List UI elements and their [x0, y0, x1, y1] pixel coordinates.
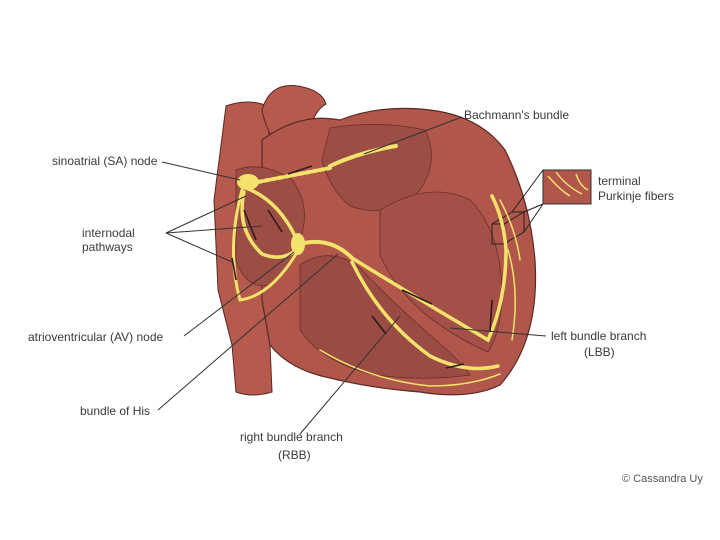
label-internodal-line1: internodal: [82, 226, 135, 240]
label-purkinje-line1: terminal: [598, 174, 641, 188]
label-av-node: atrioventricular (AV) node: [28, 330, 163, 344]
label-rbb-line1: right bundle branch: [240, 430, 343, 444]
av-node-marker: [291, 233, 305, 255]
label-bundle-of-his: bundle of His: [80, 404, 150, 418]
label-lbb-line2: (LBB): [584, 345, 615, 359]
label-purkinje-line2: Purkinje fibers: [598, 189, 674, 203]
sa-node-marker: [237, 174, 259, 190]
label-lbb-line1: left bundle branch: [551, 329, 646, 343]
copyright-credit: © Cassandra Uy: [622, 472, 703, 486]
label-internodal-line2: pathways: [82, 240, 133, 254]
label-rbb-line2: (RBB): [278, 448, 311, 462]
label-bachmanns-bundle: Bachmann's bundle: [464, 108, 569, 122]
label-sa-node: sinoatrial (SA) node: [52, 154, 157, 168]
